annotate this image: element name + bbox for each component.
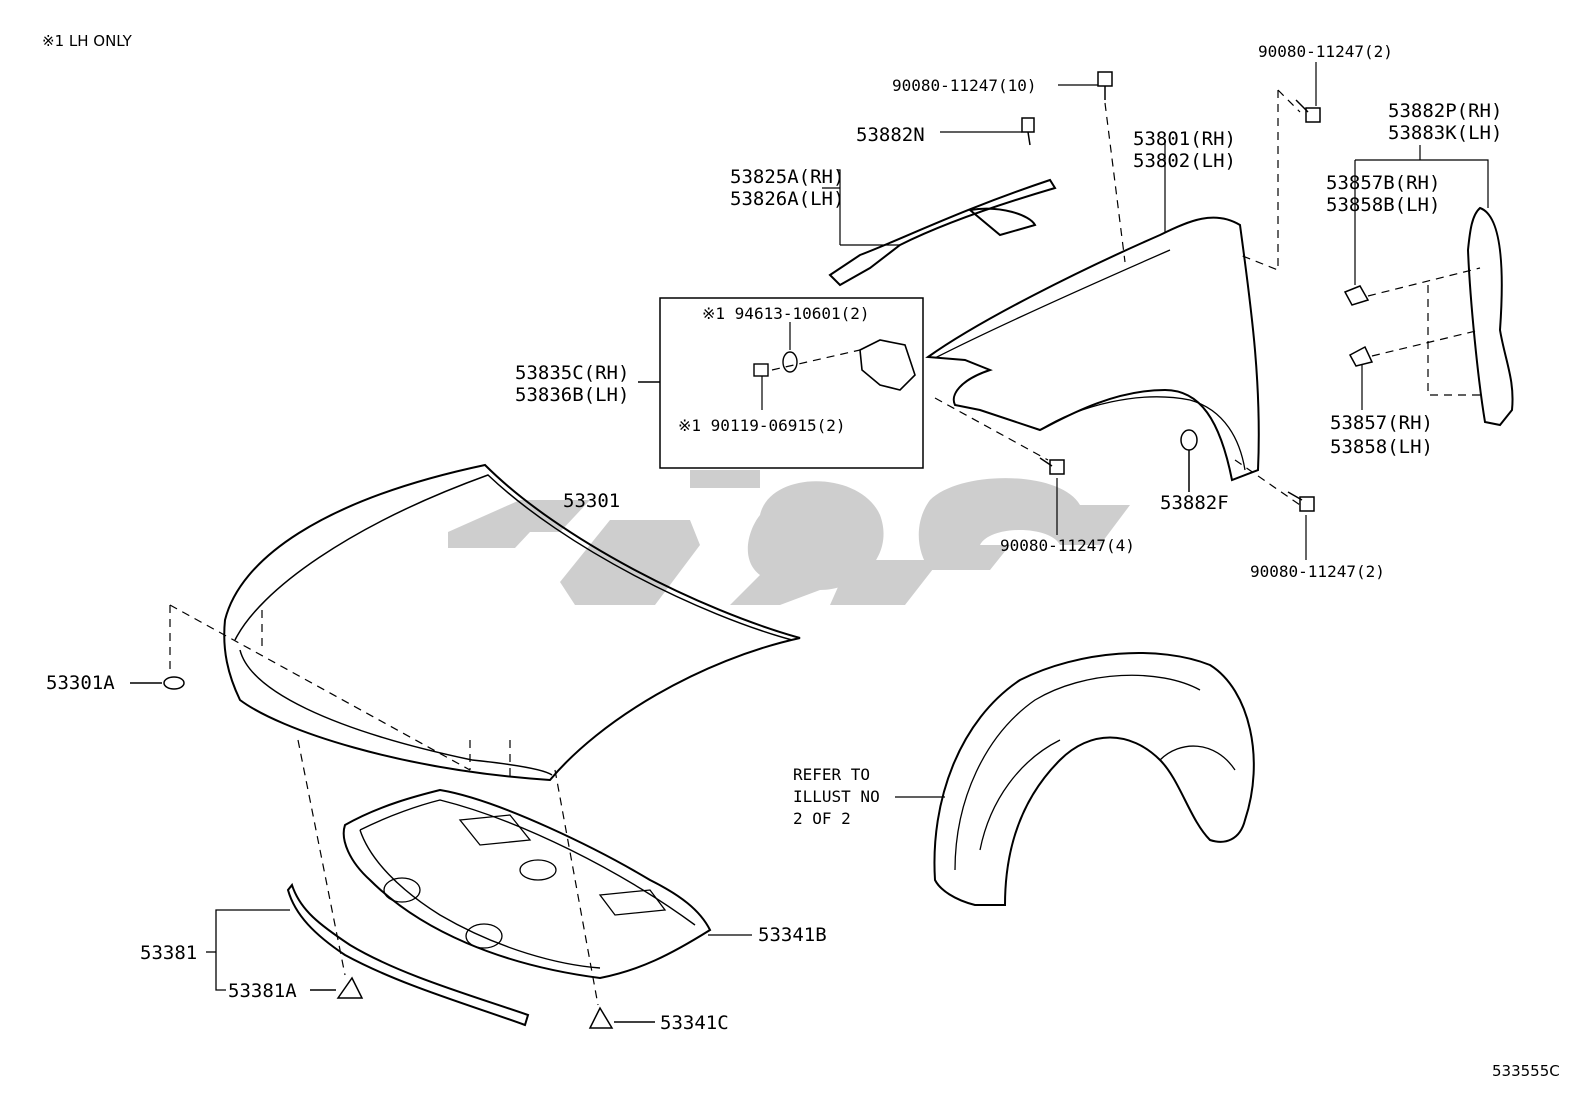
label-53381a[interactable]: 53381A [228, 980, 297, 1002]
label-194613-10601[interactable]: ※1 94613-10601(2) [702, 304, 870, 323]
label-bolt-90080-2-bottom[interactable]: 90080-11247(2) [1250, 562, 1385, 581]
label-53301a[interactable]: 53301A [46, 672, 115, 694]
label-53857b-rh[interactable]: 53857B(RH) [1326, 172, 1441, 194]
clip-53381a [310, 976, 364, 999]
fender-protector-53882p [1354, 145, 1514, 427]
label-53882n[interactable]: 53882N [856, 124, 925, 146]
hood-seal-53381 [286, 882, 530, 1027]
label-53883k-lh[interactable]: 53883K(LH) [1388, 122, 1503, 144]
protector-clips [1343, 285, 1374, 367]
fender-side-bracket-53825a [822, 169, 1057, 287]
label-53858b-lh[interactable]: 53858B(LH) [1326, 194, 1441, 216]
lh-only-note: ※1 LH ONLY [42, 32, 132, 50]
fender-liner [895, 652, 1255, 906]
bolt-icons [1021, 71, 1321, 512]
bolt-leaders [940, 62, 1317, 560]
label-53835c-rh[interactable]: 53835C(RH) [515, 362, 630, 384]
label-bolt-90080-2-top[interactable]: 90080-11247(2) [1258, 42, 1393, 61]
grommet-53301a [130, 676, 185, 690]
clip-53341c [588, 1006, 655, 1029]
label-53857-rh[interactable]: 53857(RH) [1330, 412, 1433, 434]
hood-dashed-leaders [169, 604, 599, 1006]
label-53341c[interactable]: 53341C [660, 1012, 729, 1034]
label-190119-06915[interactable]: ※1 90119-06915(2) [678, 416, 846, 435]
label-53836b-lh[interactable]: 53836B(LH) [515, 384, 630, 406]
label-53341b[interactable]: 53341B [758, 924, 827, 946]
front-fender [925, 140, 1260, 482]
hood-panel [223, 463, 801, 782]
label-53802-lh[interactable]: 53802(LH) [1133, 150, 1236, 172]
label-53825a-rh[interactable]: 53825A(RH) [730, 166, 845, 188]
label-53301[interactable]: 53301 [563, 490, 621, 512]
protector-dashed-leaders [1367, 267, 1481, 396]
label-53882f[interactable]: 53882F [1160, 492, 1229, 514]
label-53826a-lh[interactable]: 53826A(LH) [730, 188, 845, 210]
label-bolt-90080-10[interactable]: 90080-11247(10) [892, 76, 1037, 95]
diagram-code: 533555C [1492, 1062, 1560, 1080]
hood-insulator-53341b [342, 788, 752, 980]
label-53858-lh[interactable]: 53858(LH) [1330, 436, 1433, 458]
label-bolt-90080-4[interactable]: 90080-11247(4) [1000, 536, 1135, 555]
washer-53882f [1180, 429, 1198, 492]
label-53381[interactable]: 53381 [140, 942, 198, 964]
refer-note: REFER TO ILLUST NO 2 OF 2 [793, 765, 880, 828]
seal-leader-bracket [206, 909, 290, 991]
label-53882p-rh[interactable]: 53882P(RH) [1388, 100, 1503, 122]
label-53801-rh[interactable]: 53801(RH) [1133, 128, 1236, 150]
fender-dashed-leaders [934, 89, 1301, 506]
watermark-logo [448, 470, 1130, 605]
bracket-detail-box [638, 297, 924, 469]
